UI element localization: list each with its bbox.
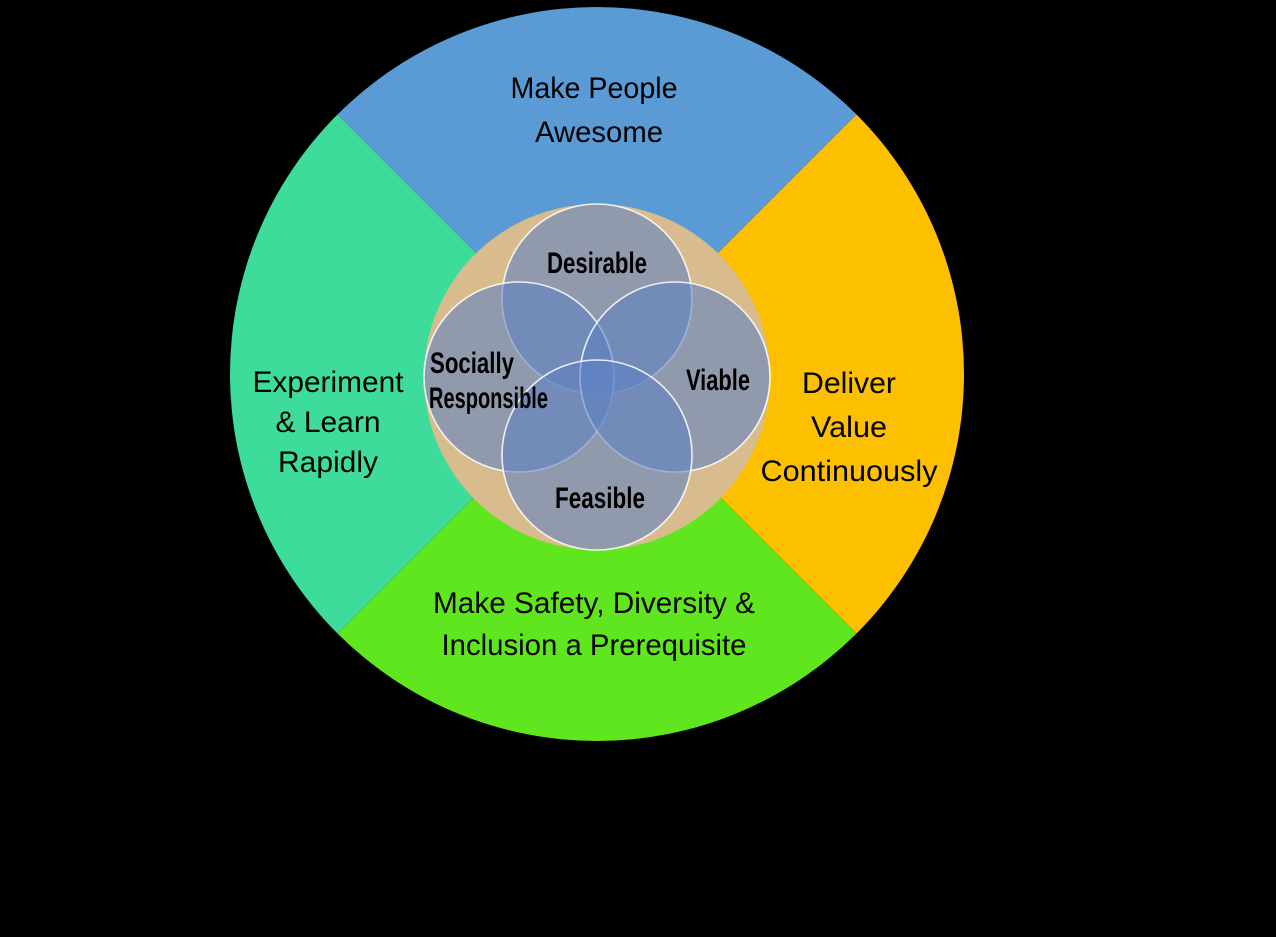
quadrant-label-deliver-line2: Value [811,411,887,444]
venn-label-socially-responsible-line2: Responsible [429,382,548,415]
quadrant-label-make-people-line2: Awesome [535,116,663,149]
quadrant-label-make-people-line1: Make People [511,72,678,105]
quadrant-label-experiment-line2: & Learn [276,406,381,439]
venn-label-socially-responsible-line1: Socially [430,347,514,380]
quadrant-label-experiment-line3: Rapidly [278,446,378,479]
quadrant-make-people-awesome [337,7,857,375]
venn-label-feasible: Feasible [555,482,645,515]
quadrant-deliver-value-continuously [597,114,964,634]
quadrant-label-deliver-line1: Deliver [802,367,896,400]
venn-circle-feasible [501,359,693,551]
quadrant-make-safety-diversity-inclusion [337,374,857,741]
venn-label-viable: Viable [686,364,750,397]
quadrant-label-safety-line1: Make Safety, Diversity & [433,587,755,620]
quadrant-label-safety-line2: Inclusion a Prerequisite [442,629,747,662]
venn-label-desirable: Desirable [547,247,647,280]
quadrant-label-experiment-line1: Experiment [253,366,405,399]
quadrant-experiment-and-learn-rapidly [230,114,597,634]
quadrant-label-deliver-line3: Continuously [761,455,938,488]
